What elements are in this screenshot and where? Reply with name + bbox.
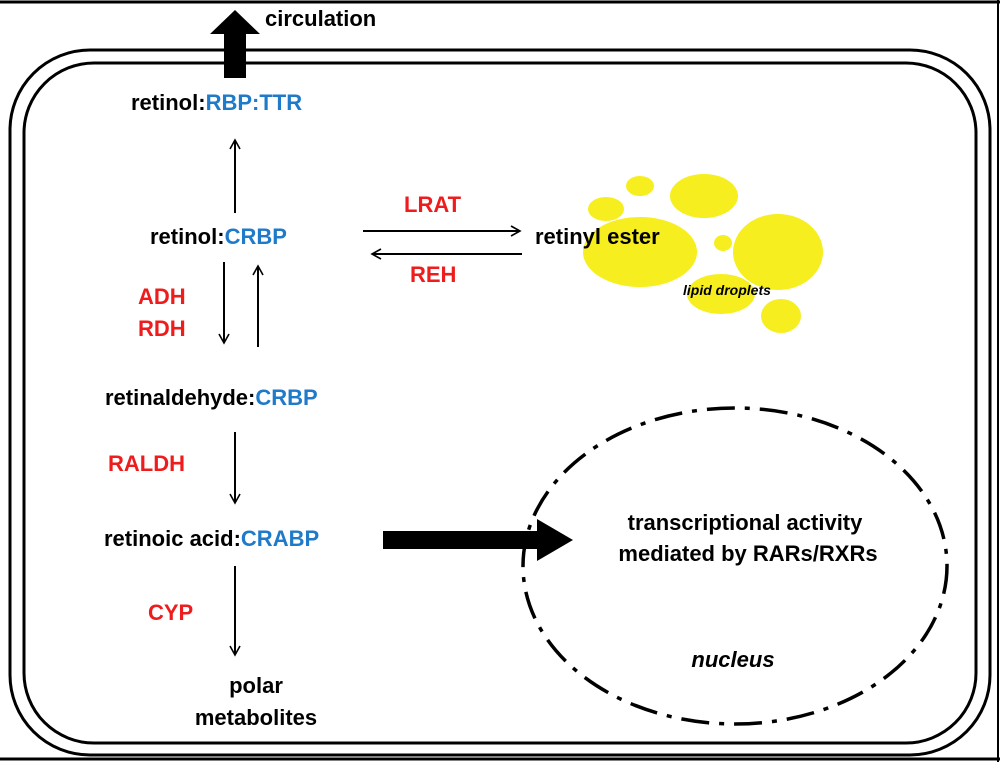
retinaldehyde-prefix: retinaldehyde: [105,385,255,410]
retinyl-ester-label: retinyl ester [535,224,660,249]
crabp-protein: CRABP [241,526,319,551]
lipid-droplet [687,274,755,314]
lipid-droplet [588,197,624,221]
export-arrow [210,10,260,78]
enzyme-lrat: LRAT [404,192,462,217]
enzyme-rdh: RDH [138,316,186,341]
retinoic-acid-prefix: retinoic acid: [104,526,241,551]
lipid-droplets-cluster [583,174,823,333]
lipid-droplet [626,176,654,196]
retinol-rbp-ttr-label: retinol:RBP:TTR [131,90,302,115]
retinol-crbp-label: retinol:CRBP [150,224,287,249]
enzyme-raldh: RALDH [108,451,185,476]
nucleus-label: nucleus [691,647,774,672]
metabolites-label: metabolites [195,705,317,730]
lipid-droplet [670,174,738,218]
lipid-droplet [583,217,697,287]
cell-membrane-inner [22,61,978,745]
circulation-label: circulation [265,6,376,31]
transcription-label-line2: mediated by RARs/RXRs [618,541,877,566]
cell-membrane-outer [8,48,992,757]
lipid-droplet [761,299,801,333]
polar-label: polar [229,673,283,698]
enzyme-adh: ADH [138,284,186,309]
lipid-droplets-label: lipid droplets [683,282,771,298]
transcription-label-line1: transcriptional activity [628,510,864,535]
lipid-droplet [733,214,823,290]
enzyme-reh: REH [410,262,456,287]
enzyme-cyp: CYP [148,600,193,625]
retinaldehyde-crbp-label: retinaldehyde:CRBP [105,385,318,410]
lipid-droplet [714,235,732,251]
rbp-ttr-protein: RBP:TTR [206,90,303,115]
retinoic-acid-crabp-label: retinoic acid:CRABP [104,526,319,551]
nucleus-boundary [521,406,949,726]
retinol-rbp-prefix: retinol: [131,90,206,115]
crbp-protein: CRBP [225,224,287,249]
retinaldehyde-crbp-protein: CRBP [255,385,317,410]
nuclear-signal-arrow [383,519,573,561]
retinol-crbp-prefix: retinol: [150,224,225,249]
